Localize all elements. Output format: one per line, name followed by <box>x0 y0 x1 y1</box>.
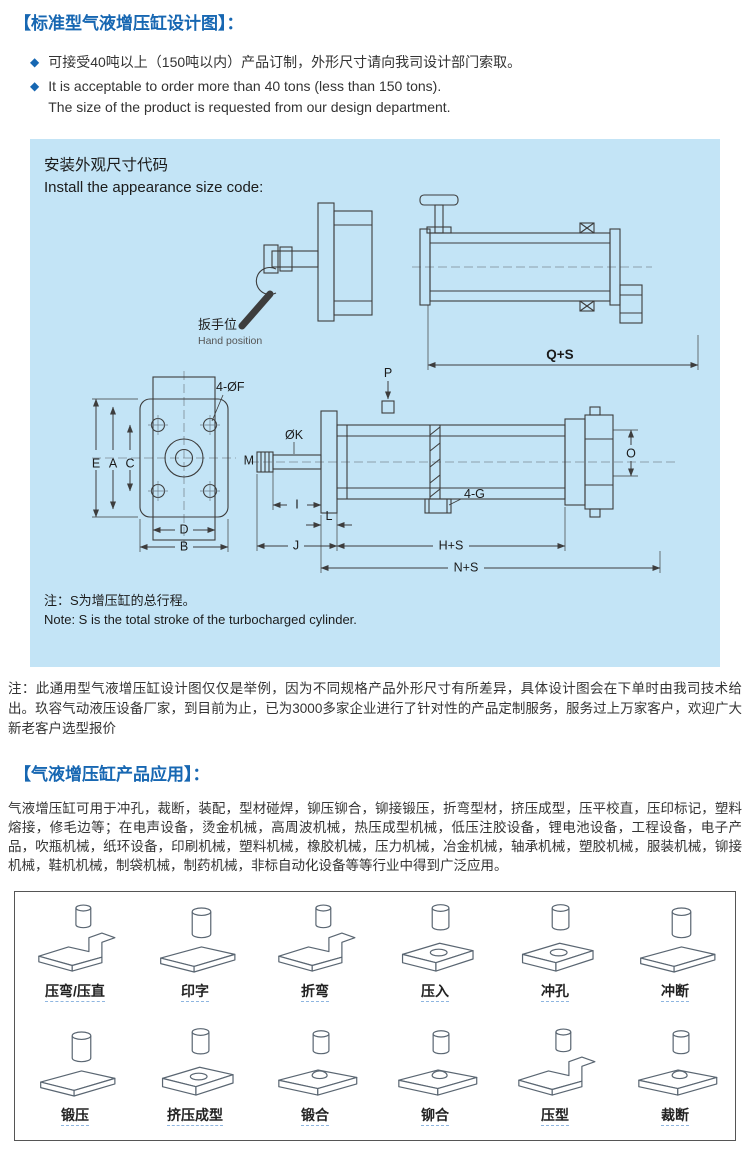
application-cell: 压入 <box>375 892 495 1016</box>
hand-position-label-cn: 扳手位 <box>198 317 237 332</box>
press-joining-icon <box>278 1030 358 1096</box>
diamond-bullet-icon: ◆ <box>30 79 40 93</box>
profiling-icon <box>518 1028 596 1096</box>
dim-label-phik: ØK <box>285 428 304 442</box>
bend-straighten-icon <box>38 904 116 972</box>
dim-label-l: L <box>326 509 333 523</box>
press-fit-icon <box>401 904 474 972</box>
application-cell: 锻合 <box>255 1016 375 1140</box>
application-label[interactable]: 锻压 <box>61 1105 89 1126</box>
order-note-en: ◆ It is acceptable to order more than 40… <box>30 76 740 118</box>
drawing-title-cn: 安装外观尺寸代码 <box>44 156 168 174</box>
dim-o <box>613 429 638 477</box>
dim-label-hs: H+S <box>439 538 464 552</box>
application-label[interactable]: 印字 <box>181 981 209 1002</box>
application-label[interactable]: 冲孔 <box>541 981 569 1002</box>
drawing-title-en: Install the appearance size code: <box>44 179 263 196</box>
bending-icon <box>278 904 356 972</box>
cutting-icon <box>638 1030 718 1096</box>
dim-label-j: J <box>293 538 299 552</box>
dim-label-c: C <box>125 456 134 470</box>
forging-icon <box>40 1031 116 1097</box>
order-note-en-line2: The size of the product is requested fro… <box>48 99 451 115</box>
dim-label-o: O <box>626 446 636 460</box>
applications-section-title: 【气液增压缸产品应用】： <box>14 765 210 784</box>
application-cell: 印字 <box>135 892 255 1016</box>
application-label[interactable]: 压型 <box>541 1105 569 1126</box>
dim-label-p: P <box>384 366 392 380</box>
marking-stamp-icon <box>160 907 236 973</box>
dim-label-qs: Q+S <box>546 347 573 362</box>
extrusion-molding-icon <box>161 1028 234 1096</box>
application-cell: 裁断 <box>615 1016 735 1140</box>
dim-label-a: A <box>109 456 118 470</box>
application-cell: 挤压成型 <box>135 1016 255 1140</box>
applications-grid: 压弯/压直 印字 折弯 压入 冲孔 冲断 锻压 挤压成型 <box>14 891 736 1141</box>
dims-bottom <box>256 471 661 573</box>
technical-drawing: 安装外观尺寸代码 Install the appearance size cod… <box>44 156 699 627</box>
cylinder-side-view <box>256 400 614 518</box>
bolt-hole-crosses <box>148 415 220 501</box>
application-cell: 冲断 <box>615 892 735 1016</box>
applications-description: 气液增压缸可用于冲孔，裁断，装配，型材碰焊，铆压铆合，铆接锻压，折弯型材，挤压成… <box>8 801 742 873</box>
application-cell: 折弯 <box>255 892 375 1016</box>
hand-position-label-en: Hand position <box>198 335 262 347</box>
dim-label-i: I <box>295 497 298 511</box>
upper-flange-assembly <box>238 202 373 330</box>
design-note-paragraph: 注：此通用型气液增压缸设计图仅仅是举例，因为不同规格产品外形尺寸有所差异，具体设… <box>8 681 742 736</box>
dim-label-e: E <box>92 456 100 470</box>
application-cell: 压弯/压直 <box>15 892 135 1016</box>
dim-label-ns: N+S <box>454 560 479 574</box>
application-label[interactable]: 折弯 <box>301 981 329 1002</box>
application-label[interactable]: 冲断 <box>661 981 689 1002</box>
knob-icon <box>419 194 459 206</box>
diamond-bullet-icon: ◆ <box>30 55 40 69</box>
application-cell: 压型 <box>495 1016 615 1140</box>
application-label[interactable]: 锻合 <box>301 1105 329 1126</box>
drawing-note-en: Note: S is the total stroke of the turbo… <box>44 612 357 627</box>
dims-db <box>139 519 229 552</box>
order-note-cn-text: 可接受40吨以上（150吨以内）产品订制，外形尺寸请向我司设计部门索取。 <box>48 54 522 70</box>
design-section-title: 【标准型气液增压缸设计图】： <box>14 14 244 33</box>
dim-label-b: B <box>180 539 188 553</box>
application-cell: 锻压 <box>15 1016 135 1140</box>
application-label[interactable]: 压弯/压直 <box>45 981 105 1002</box>
application-label[interactable]: 挤压成型 <box>167 1105 223 1126</box>
dim-qs <box>427 305 699 370</box>
riveting-icon <box>398 1030 478 1096</box>
punching-icon <box>521 904 594 972</box>
application-label[interactable]: 裁断 <box>661 1105 689 1126</box>
dim-label-m: M <box>244 453 254 467</box>
dim-label-4of: 4-ØF <box>216 380 245 394</box>
application-label[interactable]: 压入 <box>421 981 449 1002</box>
upper-cylinder-view <box>419 194 643 324</box>
order-note-cn: ◆ 可接受40吨以上（150吨以内）产品订制，外形尺寸请向我司设计部门索取。 <box>30 52 740 73</box>
application-cell: 铆合 <box>375 1016 495 1140</box>
application-cell: 冲孔 <box>495 892 615 1016</box>
blanking-icon <box>640 907 716 973</box>
intro-bullets: ◆ 可接受40吨以上（150吨以内）产品订制，外形尺寸请向我司设计部门索取。 ◆… <box>0 36 750 127</box>
dim-label-4g: 4-G <box>464 487 485 501</box>
centerlines <box>92 266 675 547</box>
wrench-icon <box>255 266 277 296</box>
order-note-en-line1: It is acceptable to order more than 40 t… <box>48 78 442 94</box>
dimension-drawing-panel: 安装外观尺寸代码 Install the appearance size cod… <box>30 139 720 667</box>
dims-eac <box>92 398 138 518</box>
drawing-note-cn: 注：S为增压缸的总行程。 <box>44 593 196 608</box>
dim-label-d: D <box>179 522 188 536</box>
application-label[interactable]: 铆合 <box>421 1105 449 1126</box>
